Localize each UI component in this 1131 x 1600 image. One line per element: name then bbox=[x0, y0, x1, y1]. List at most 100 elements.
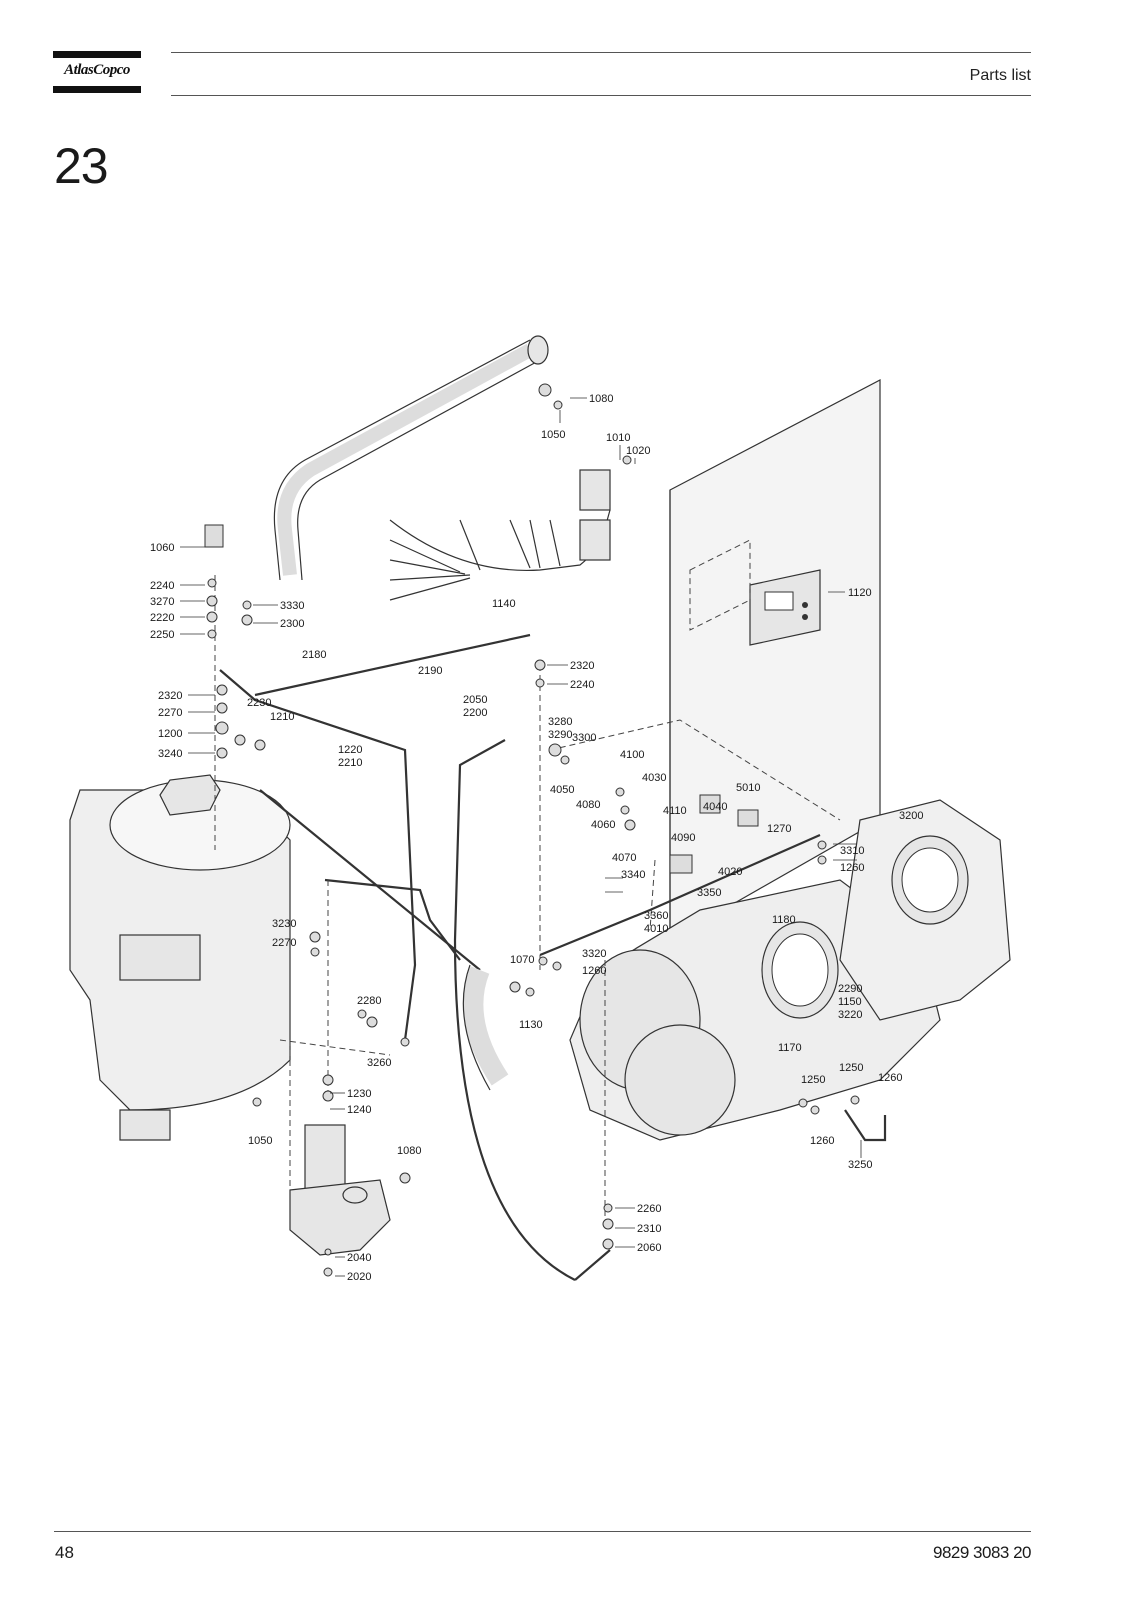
pipe-end-flange bbox=[527, 335, 549, 365]
exploded-parts-drawing: 1080 1050 1010 1020 1060 2240 3270 2220 … bbox=[60, 320, 1060, 1330]
atlas-copco-logo: AtlasCopco bbox=[53, 51, 141, 93]
callout-1020: 1020 bbox=[626, 445, 650, 457]
callout-1260-middle: 1260 bbox=[582, 965, 606, 977]
callout-3230: 3230 bbox=[272, 918, 296, 930]
wiring-harness bbox=[389, 469, 611, 601]
filter-housing bbox=[289, 1124, 391, 1256]
callout-2300: 2300 bbox=[280, 618, 304, 630]
callout-1230: 1230 bbox=[347, 1088, 371, 1100]
callout-1200: 1200 bbox=[158, 728, 182, 740]
callout-2260: 2260 bbox=[637, 1203, 661, 1215]
callout-2020: 2020 bbox=[347, 1271, 371, 1283]
elbow-pipe-fill bbox=[463, 966, 509, 1086]
callout-2200: 2200 bbox=[463, 707, 487, 719]
callout-2230: 2230 bbox=[247, 697, 271, 709]
callout-1080-top: 1080 bbox=[589, 393, 613, 405]
callout-1260-right: 1260 bbox=[878, 1072, 902, 1084]
callout-4030: 4030 bbox=[642, 772, 666, 784]
callout-2320-right: 2320 bbox=[570, 660, 594, 672]
callout-3340: 3340 bbox=[621, 869, 645, 881]
callout-3270: 3270 bbox=[150, 596, 174, 608]
callout-4070: 4070 bbox=[612, 852, 636, 864]
callout-1220: 1220 bbox=[338, 744, 362, 756]
assembly-line-g bbox=[649, 859, 656, 931]
callout-1050-lower: 1050 bbox=[248, 1135, 272, 1147]
callout-4040: 4040 bbox=[703, 801, 727, 813]
logo-wordmark: AtlasCopco bbox=[64, 62, 130, 78]
callout-2290: 2290 bbox=[838, 983, 862, 995]
callout-1140: 1140 bbox=[492, 598, 516, 610]
callout-1150: 1150 bbox=[838, 996, 862, 1008]
callout-1240: 1240 bbox=[347, 1104, 371, 1116]
callout-4010: 4010 bbox=[644, 923, 668, 935]
callout-4060: 4060 bbox=[591, 819, 615, 831]
hose-2190 bbox=[254, 633, 531, 697]
hose-2060 bbox=[574, 1249, 611, 1281]
display-cutout-outline bbox=[689, 539, 751, 631]
callout-4080: 4080 bbox=[576, 799, 600, 811]
callout-2190: 2190 bbox=[418, 665, 442, 677]
callout-1010: 1010 bbox=[606, 432, 630, 444]
callout-2310: 2310 bbox=[637, 1223, 661, 1235]
top-pipe-fill bbox=[277, 343, 534, 576]
callout-1250-b: 1250 bbox=[839, 1062, 863, 1074]
callout-2270-lower: 2270 bbox=[272, 937, 296, 949]
callout-4020: 4020 bbox=[718, 866, 742, 878]
callout-3200: 3200 bbox=[899, 810, 923, 822]
assembly-line-f bbox=[279, 1039, 391, 1056]
fittings bbox=[204, 383, 860, 1277]
callout-3260: 3260 bbox=[367, 1057, 391, 1069]
callout-3360: 3360 bbox=[644, 910, 668, 922]
top-pipe-edge-a bbox=[273, 339, 531, 581]
callout-1050-top: 1050 bbox=[541, 429, 565, 441]
page-number: 48 bbox=[55, 1543, 74, 1562]
callout-1170: 1170 bbox=[778, 1042, 802, 1054]
assembly-line-e bbox=[549, 719, 841, 821]
header-rule-bottom bbox=[171, 95, 1031, 96]
callout-2280: 2280 bbox=[357, 995, 381, 1007]
callout-2040: 2040 bbox=[347, 1252, 371, 1264]
logo-bar-top bbox=[53, 51, 141, 58]
callout-2050: 2050 bbox=[463, 694, 487, 706]
callout-4090: 4090 bbox=[671, 832, 695, 844]
callout-2210: 2210 bbox=[338, 757, 362, 769]
callout-2320-left: 2320 bbox=[158, 690, 182, 702]
callout-2220: 2220 bbox=[150, 612, 174, 624]
header-rule-top bbox=[171, 52, 1031, 53]
callout-3220: 3220 bbox=[838, 1009, 862, 1021]
callout-1070: 1070 bbox=[510, 954, 534, 966]
section-number: 23 bbox=[54, 138, 109, 194]
hose-2050 bbox=[453, 739, 576, 1281]
callout-2240-right: 2240 bbox=[570, 679, 594, 691]
callout-1270: 1270 bbox=[767, 823, 791, 835]
page-header-title: Parts list bbox=[969, 67, 1031, 84]
document-number: 9829 3083 20 bbox=[933, 1543, 1032, 1562]
callout-1260-upper: 1260 bbox=[840, 862, 864, 874]
callout-1130: 1130 bbox=[519, 1019, 543, 1031]
gearbox-flange bbox=[839, 799, 1011, 1021]
callout-2270-upper: 2270 bbox=[158, 707, 182, 719]
callout-4050: 4050 bbox=[550, 784, 574, 796]
controller-display bbox=[749, 569, 821, 646]
callout-3350: 3350 bbox=[697, 887, 721, 899]
callout-1180: 1180 bbox=[772, 914, 796, 926]
top-pipe-edge-b bbox=[297, 359, 541, 581]
callout-1260-lower: 1260 bbox=[810, 1135, 834, 1147]
pipe-3250 bbox=[844, 1109, 887, 1142]
callout-3280: 3280 bbox=[548, 716, 572, 728]
callout-4100: 4100 bbox=[620, 749, 644, 761]
callout-1250: 1250 bbox=[801, 1074, 825, 1086]
callout-3300: 3300 bbox=[572, 732, 596, 744]
callout-1120: 1120 bbox=[848, 587, 872, 599]
callout-3310: 3310 bbox=[840, 845, 864, 857]
parts-diagram-svg: 1080 1050 1010 1020 1060 2240 3270 2220 … bbox=[69, 335, 1011, 1283]
hose-2180 bbox=[219, 669, 417, 1041]
callout-3250: 3250 bbox=[848, 1159, 872, 1171]
callout-5010: 5010 bbox=[736, 782, 760, 794]
hose-1220 bbox=[324, 878, 461, 961]
callout-labels: 1080 1050 1010 1020 1060 2240 3270 2220 … bbox=[150, 393, 923, 1283]
leader-lines bbox=[180, 397, 862, 1277]
callout-1060: 1060 bbox=[150, 542, 174, 554]
hose-1270 bbox=[539, 833, 821, 957]
hose-2210 bbox=[259, 789, 481, 971]
